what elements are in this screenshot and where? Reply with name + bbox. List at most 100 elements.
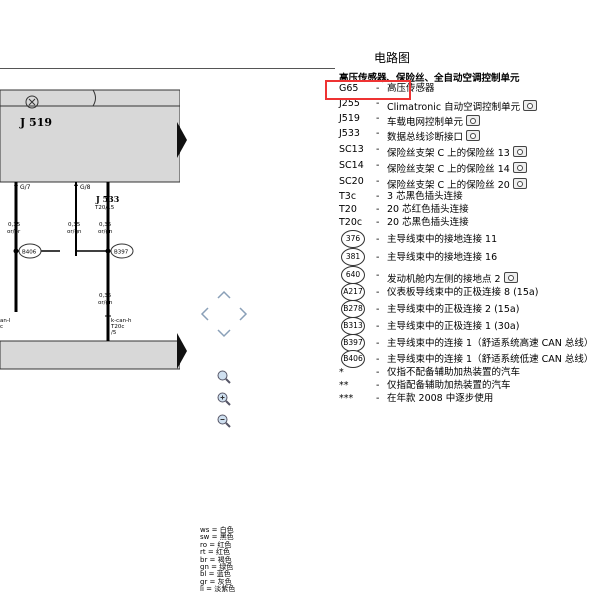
ground-connection-icon: 381 xyxy=(341,248,365,266)
camera-icon[interactable] xyxy=(512,146,527,157)
camera-icon[interactable] xyxy=(523,100,538,111)
legend-dash: - xyxy=(376,234,380,245)
wire-g8-label: G/8 xyxy=(80,184,91,191)
legend-desc: 车载电网控制单元 xyxy=(387,114,481,128)
legend-dash: - xyxy=(376,338,380,349)
legend-desc: 仪表板导线束中的正极连接 8 (15a) xyxy=(387,287,539,298)
kcan-label: k-can-h xyxy=(111,318,132,324)
j533-label: J 533 xyxy=(95,194,120,204)
camera-icon[interactable] xyxy=(466,115,481,126)
zoom-reset-icon[interactable] xyxy=(216,369,232,385)
legend-dash: - xyxy=(376,144,380,155)
next-page-arrow-top-icon[interactable] xyxy=(177,122,187,158)
zoom-in-icon[interactable] xyxy=(216,391,232,407)
color-key-item: ro = 红色 xyxy=(200,540,232,549)
color-key-item: bl = 蓝色 xyxy=(200,570,231,579)
legend-desc: 20 芯黑色插头连接 xyxy=(387,217,469,228)
legend-code: J533 xyxy=(339,128,360,139)
legend-desc: 保险丝支架 C 上的保险丝 14 xyxy=(387,161,527,175)
camera-icon[interactable] xyxy=(503,272,518,283)
legend: G65 - 高压传感器 J255 - Climatronic 自动空调控制单元 … xyxy=(339,84,600,414)
wire-g7-label: G/7 xyxy=(20,184,31,191)
j519-label: J 519 xyxy=(19,116,52,129)
legend-desc: 主导线束中的正极连接 1 (30a) xyxy=(387,321,520,332)
legend-row[interactable]: 381 - 主导线束中的接地连接 16 xyxy=(339,248,600,268)
legend-desc: 20 芯红色插头连接 xyxy=(387,204,469,215)
wire-j533-size: 0,35 xyxy=(99,222,112,228)
circuit-diagram[interactable]: J 519 G/7 G/8 J 533 T20/15 0,35 or/br 0,… xyxy=(0,76,180,396)
color-key-item: gr = 灰色 xyxy=(200,577,232,586)
wire-mid-size: 0,35 xyxy=(68,222,81,228)
color-key-item: br = 褐色 xyxy=(200,555,232,564)
legend-row[interactable]: 640 - 发动机舱内左侧的接地点 2 xyxy=(339,266,600,286)
legend-dash: - xyxy=(376,380,380,391)
legend-dash: - xyxy=(376,128,380,139)
legend-dash: - xyxy=(376,217,380,228)
legend-desc: 保险丝支架 C 上的保险丝 20 xyxy=(387,177,527,191)
legend-desc-text: 发动机舱内左侧的接地点 2 xyxy=(387,274,501,285)
wire-left-size: 0,35 xyxy=(8,222,21,228)
wire-left-color: or/br xyxy=(7,229,21,235)
legend-row[interactable]: B313 - 主导线束中的正极连接 1 (30a) xyxy=(339,317,600,337)
left-edge-label-2: c xyxy=(0,324,3,330)
legend-dash: - xyxy=(376,113,380,124)
legend-desc: 保险丝支架 C 上的保险丝 13 xyxy=(387,145,527,159)
legend-desc: 主导线束中的连接 1（舒适系统高速 CAN 总线） xyxy=(387,338,594,349)
page-title: 电路图 xyxy=(374,51,411,65)
pan-down-icon[interactable] xyxy=(217,329,231,338)
connection-icon: B406 xyxy=(341,350,365,368)
legend-row[interactable]: B406 - 主导线束中的连接 1（舒适系统低速 CAN 总线） xyxy=(339,350,600,370)
pan-left-icon[interactable] xyxy=(200,307,209,321)
legend-dash: - xyxy=(376,367,380,378)
legend-code: J519 xyxy=(339,113,360,124)
zoom-out-icon[interactable] xyxy=(216,413,232,429)
note-text: 在年款 2008 中逐步使用 xyxy=(387,393,494,404)
legend-dash: - xyxy=(376,393,380,404)
legend-dash: - xyxy=(376,304,380,315)
legend-desc-text: 车载电网控制单元 xyxy=(387,117,464,128)
legend-desc-text: 保险丝支架 C 上的保险丝 13 xyxy=(387,148,510,159)
connection-icon: B397 xyxy=(341,334,365,352)
legend-dash: - xyxy=(376,176,380,187)
left-edge-label-1: an-l xyxy=(0,318,11,324)
legend-dash: - xyxy=(376,321,380,332)
camera-icon[interactable] xyxy=(512,162,527,173)
color-key-item: ws = 白色 xyxy=(200,526,234,534)
legend-code: G65 xyxy=(339,83,359,94)
legend-row[interactable]: A217 - 仪表板导线束中的正极连接 8 (15a) xyxy=(339,283,600,303)
note-marker: *** xyxy=(339,393,354,404)
wire-lower-size: 0,35 xyxy=(99,293,112,299)
positive-connection-icon: A217 xyxy=(341,283,365,301)
legend-row[interactable]: 376 - 主导线束中的接地连接 11 xyxy=(339,230,600,250)
legend-desc-text: 数据总线诊断接口 xyxy=(387,132,464,143)
legend-code: T3c xyxy=(339,191,357,202)
legend-desc: 主导线束中的连接 1（舒适系统低速 CAN 总线） xyxy=(387,354,594,365)
note-marker: * xyxy=(339,367,344,378)
legend-dash: - xyxy=(376,270,380,281)
legend-desc-text: 保险丝支架 C 上的保险丝 14 xyxy=(387,164,510,175)
legend-desc-text: Climatronic 自动空调控制单元 xyxy=(387,102,521,113)
legend-title: 高压传感器、保险丝、全自动空调控制单元 xyxy=(339,73,520,84)
note-text: 仅指不配备辅助加热装置的汽车 xyxy=(387,367,521,378)
connector-b397: B397 xyxy=(114,250,129,256)
legend-code: T20c xyxy=(339,217,363,228)
camera-icon[interactable] xyxy=(512,178,527,189)
legend-desc-text: 保险丝支架 C 上的保险丝 20 xyxy=(387,180,510,191)
next-page-arrow-bottom-icon[interactable] xyxy=(177,333,187,369)
note-marker: ** xyxy=(339,380,349,391)
color-key-item: sw = 黑色 xyxy=(200,533,234,542)
pan-up-icon[interactable] xyxy=(217,290,231,299)
j533-pin-label: T20/15 xyxy=(94,205,115,211)
header-rule xyxy=(0,68,335,69)
note-text: 仅指配备辅助加热装置的汽车 xyxy=(387,380,511,391)
positive-connection-icon: B313 xyxy=(341,317,365,335)
legend-row[interactable]: B397 - 主导线束中的连接 1（舒适系统高速 CAN 总线） xyxy=(339,334,600,354)
pan-right-icon[interactable] xyxy=(239,307,248,321)
connector-b406: B406 xyxy=(22,250,37,256)
legend-desc: 发动机舱内左侧的接地点 2 xyxy=(387,271,518,285)
legend-dash: - xyxy=(376,204,380,215)
camera-icon[interactable] xyxy=(466,130,481,141)
legend-dash: - xyxy=(376,354,380,365)
color-key-item: li = 淡紫色 xyxy=(200,585,236,594)
wire-lower-color: or/gn xyxy=(98,300,113,306)
